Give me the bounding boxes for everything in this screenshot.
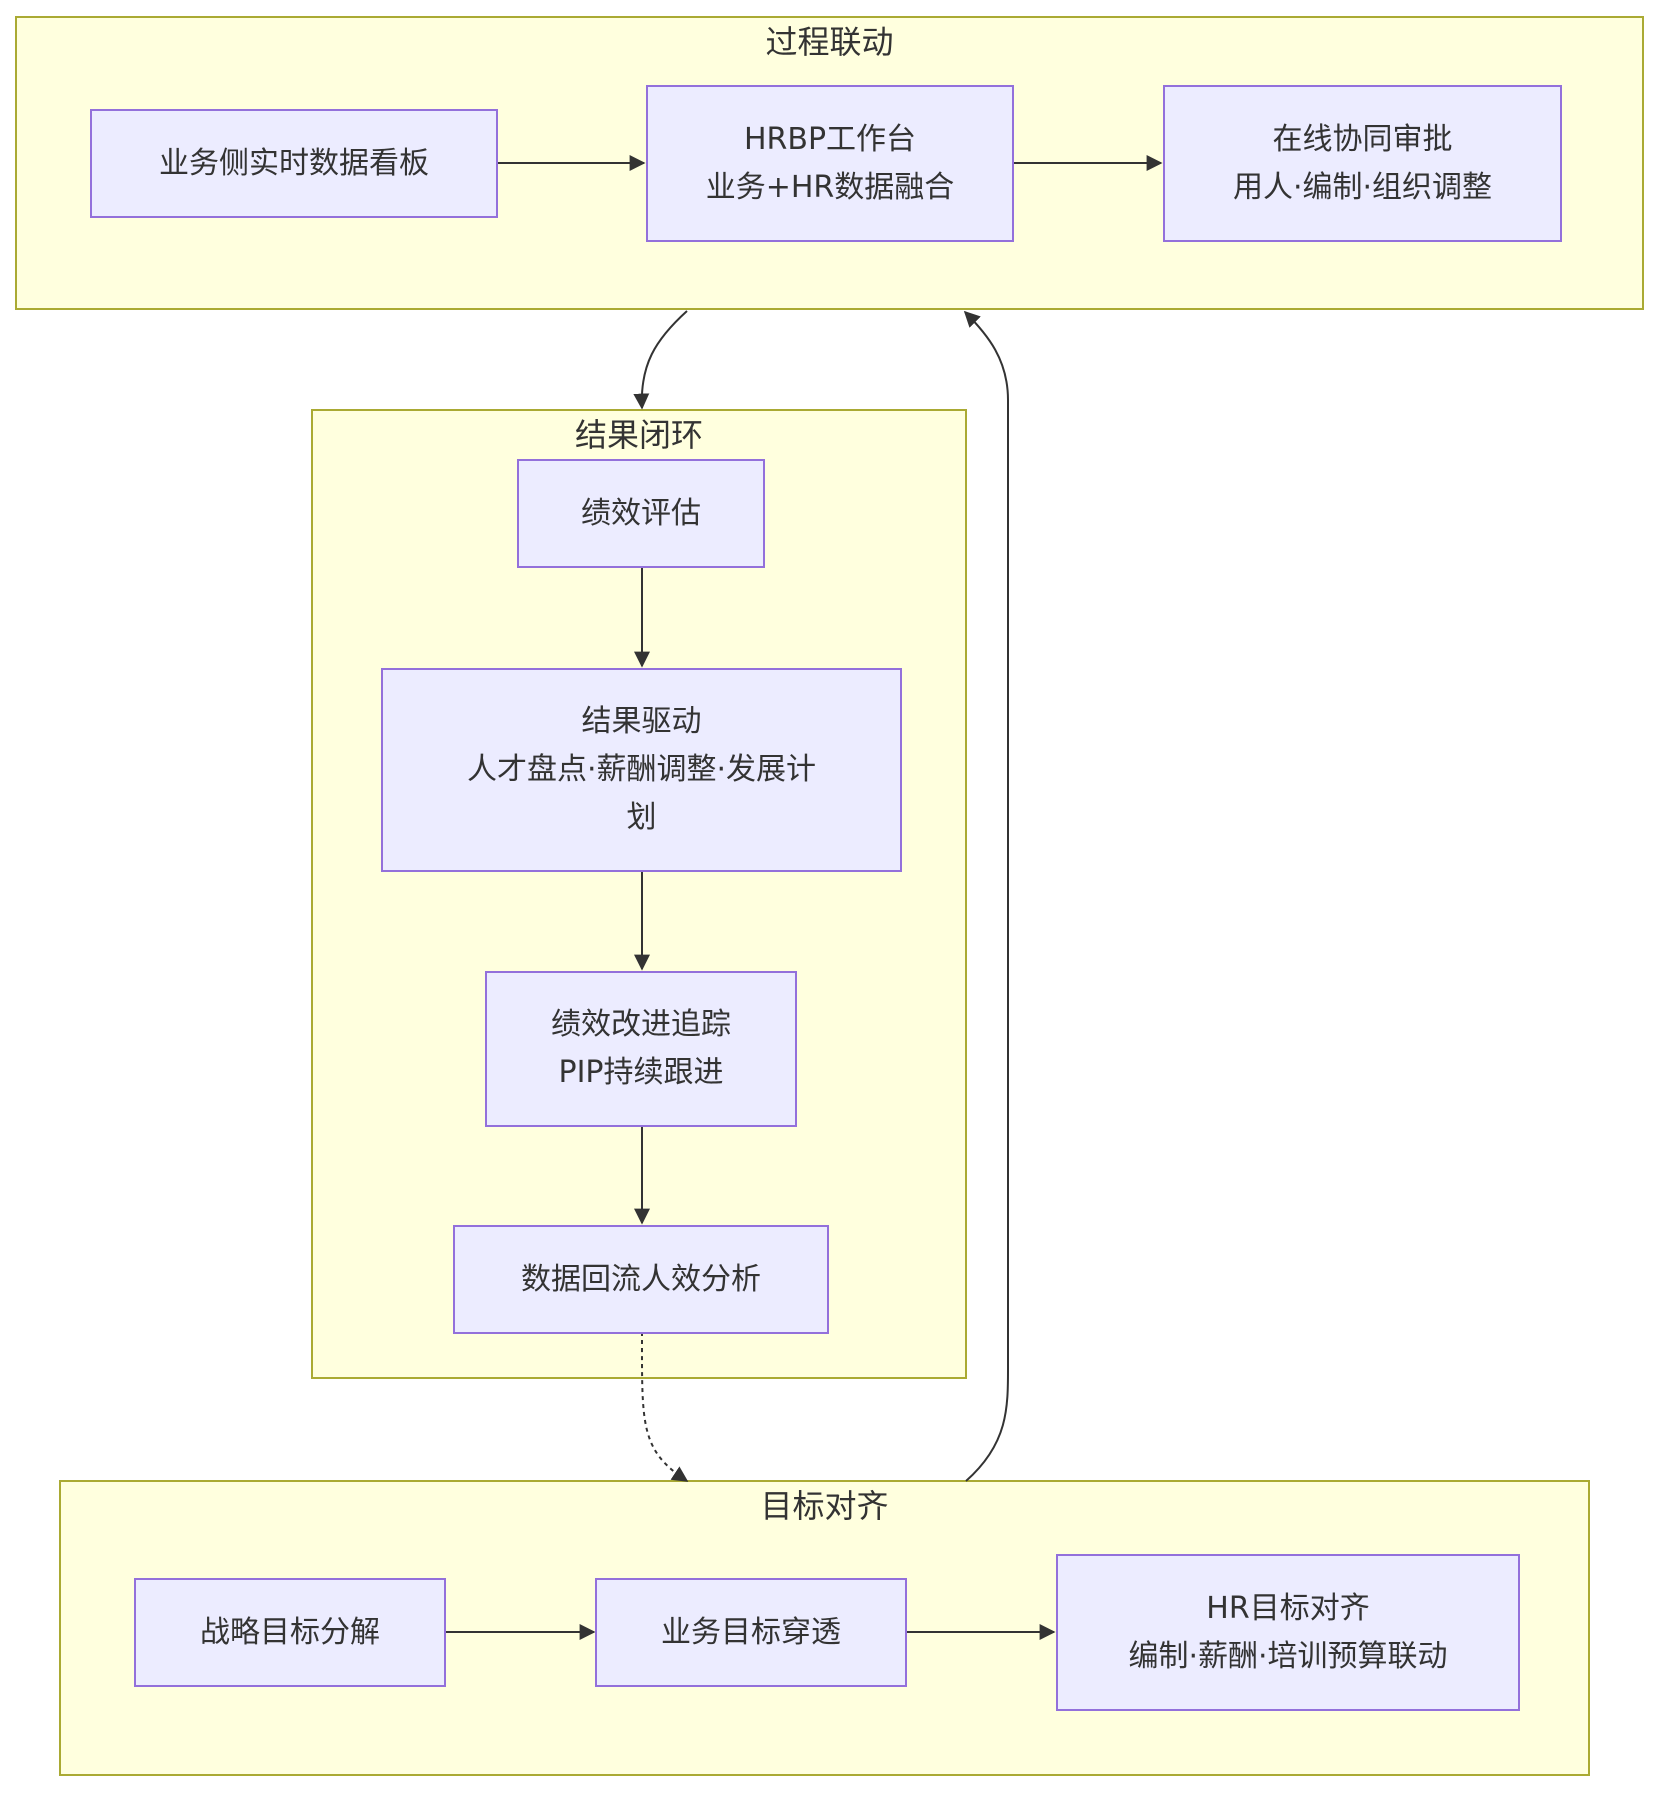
node-data-backflow: 数据回流人效分析	[453, 1225, 829, 1334]
edge-goal-to-process	[963, 310, 1010, 1482]
node-evaluation-line-1: 绩效评估	[581, 495, 701, 531]
node-hrbp-line-1: HRBP工作台	[743, 121, 917, 157]
node-pip-line-2: PIP持续跟进	[558, 1055, 724, 1090]
cluster-process-title: 过程联动	[765, 23, 894, 61]
cluster-result-title: 结果闭环	[574, 416, 703, 454]
cluster-goal-title: 目标对齐	[760, 1487, 889, 1525]
node-hrbp-workbench: HRBP工作台 业务+HR数据融合	[646, 85, 1014, 242]
node-hrbp-line-2: 业务+HR数据融合	[705, 169, 955, 205]
node-dashboard: 业务侧实时数据看板	[90, 109, 498, 218]
node-approval-line-1: 在线协同审批	[1272, 121, 1453, 157]
node-dataflow-line-1: 数据回流人效分析	[521, 1261, 761, 1297]
edge-dataflow-to-goal	[640, 1331, 689, 1482]
node-hr-goal-line-1: HR目标对齐	[1206, 1590, 1370, 1626]
node-result-driven: 结果驱动 人才盘点·薪酬调整·发展计 划	[381, 668, 902, 872]
node-pip-line-1: 绩效改进追踪	[551, 1007, 731, 1042]
node-approval-line-2: 用人·编制·组织调整	[1232, 169, 1493, 205]
node-hr-goal-alignment: HR目标对齐 编制·薪酬·培训预算联动	[1056, 1554, 1520, 1711]
node-result-driven-line-2: 人才盘点·薪酬调整·发展计	[466, 752, 817, 787]
node-hr-goal-line-2: 编制·薪酬·培训预算联动	[1128, 1638, 1448, 1674]
node-performance-evaluation: 绩效评估	[517, 459, 765, 568]
node-result-driven-line-1: 结果驱动	[581, 704, 702, 739]
node-strategy-line-1: 战略目标分解	[200, 1614, 380, 1650]
node-business-line-1: 业务目标穿透	[661, 1614, 841, 1650]
edge-process-to-result	[633, 310, 688, 410]
node-strategy-breakdown: 战略目标分解	[134, 1578, 446, 1687]
node-online-approval: 在线协同审批 用人·编制·组织调整	[1163, 85, 1562, 242]
node-business-penetration: 业务目标穿透	[595, 1578, 907, 1687]
node-pip-tracking: 绩效改进追踪 PIP持续跟进	[485, 971, 797, 1127]
node-dashboard-line-1: 业务侧实时数据看板	[159, 145, 429, 181]
node-result-driven-line-3: 划	[626, 800, 657, 835]
